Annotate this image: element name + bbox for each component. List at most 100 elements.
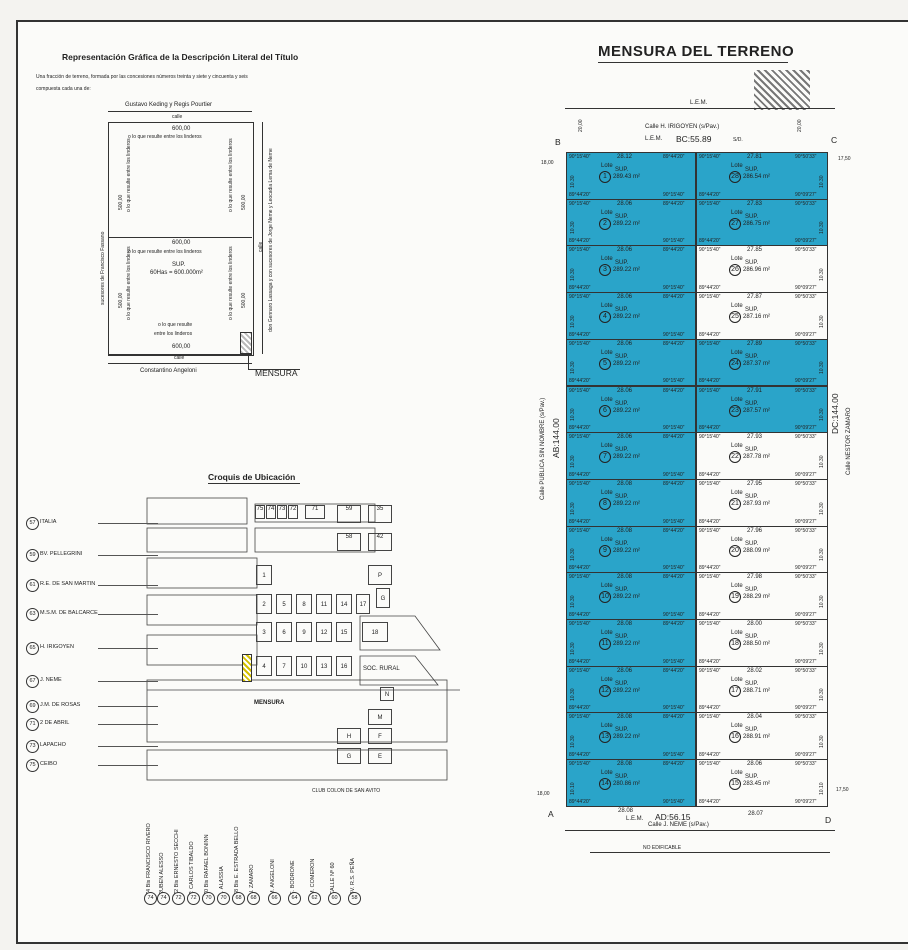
sup-value: 60Has = 600.000m² — [150, 270, 203, 276]
lot-number-badge: 5 — [599, 357, 611, 370]
sup-label: SUP. — [172, 262, 186, 268]
street-number-badge: 67 — [26, 675, 39, 688]
lot-side-length: 10.30 — [819, 548, 825, 562]
street-number-badge: 71 — [26, 718, 39, 731]
lot-number-badge: 27 — [729, 217, 741, 230]
street-number-badge: 65 — [26, 642, 39, 655]
bottom-width-2: 28.07 — [748, 811, 764, 817]
street-number-badge: 59 — [26, 549, 39, 562]
sup-word: SUP. — [745, 727, 759, 734]
lot-front-length: 28.06 — [617, 434, 633, 441]
lot-angle: 90°50'33" — [795, 667, 817, 674]
titulo-parcel — [108, 122, 254, 356]
resulte-vert-b: o lo que resulte entre los linderos — [126, 246, 132, 320]
block-10: 10 — [296, 656, 312, 676]
literal-title: Representación Gráfica de la Descripción… — [62, 52, 299, 62]
soc-rural-label: SOC. RURAL — [363, 666, 400, 672]
lot-area: 289.22 m² — [613, 314, 641, 321]
lot-word: Lote — [601, 256, 613, 263]
lot-number-badge: 1 — [599, 171, 611, 183]
street-name-bottom: M. COMERON — [310, 858, 316, 895]
lot-area: 287.16 m² — [743, 314, 771, 321]
edge-right-bot: 17,50 — [836, 787, 849, 793]
mensura-leader-h — [248, 369, 300, 370]
lot-word: Lote — [731, 583, 743, 590]
lot-angle: 89°44'20" — [699, 191, 721, 198]
lot-angle: 89°44'20" — [699, 285, 721, 292]
street-name-bottom: M. ANGELONI — [270, 859, 276, 895]
lot-word: Lote — [601, 723, 613, 730]
street-number-badge: 74 — [157, 892, 170, 905]
lot-number-badge: 6 — [599, 404, 611, 417]
lot-area: 289.22 m² — [613, 267, 641, 274]
sup-word: SUP. — [745, 774, 759, 781]
lot-number-badge: 21 — [729, 497, 741, 510]
lot-angle: 89°44'20" — [699, 752, 721, 759]
street-number-badge: 74 — [144, 892, 157, 905]
dim-500-d: 500,00 — [241, 292, 247, 308]
lot-angle: 89°44'20" — [663, 154, 685, 160]
lot-word: Lote — [601, 630, 613, 636]
bc-dim: BC:55.89 — [676, 134, 712, 144]
lot-number-badge: 17 — [729, 684, 741, 697]
lot-angle: 90°15'40" — [663, 518, 685, 525]
lot-word: Lote — [601, 163, 613, 169]
sup-word: SUP. — [745, 493, 759, 500]
lot-angle: 89°44'20" — [569, 565, 591, 572]
lot-angle: 90°15'40" — [699, 761, 721, 768]
lot-side-length: 10.30 — [570, 642, 576, 655]
street-leader — [98, 585, 158, 586]
street-name-left: 2 DE ABRIL — [40, 720, 70, 726]
lot-angle: 90°15'40" — [569, 387, 591, 394]
lot-area: 280.86 m² — [613, 781, 641, 788]
lot-angle: 90°15'40" — [569, 527, 591, 534]
lot-angle: 90°09'27" — [795, 285, 817, 292]
lot-front-length: 28.04 — [747, 714, 763, 721]
lot-side-length: 10.30 — [819, 361, 825, 375]
resulte-vert-a: o lo que resulte entre los linderos — [126, 138, 132, 212]
lot-angle: 89°44'20" — [699, 658, 721, 665]
lot-front-length: 28.06 — [617, 340, 633, 347]
street-leader — [98, 648, 158, 649]
lot-front-length: 27.96 — [747, 527, 763, 534]
street-number-badge: 69 — [26, 700, 39, 713]
lot-angle: 90°15'40" — [569, 340, 591, 347]
street-number-badge: 60 — [328, 892, 341, 905]
street-name-left: BV. PELLEGRINI — [40, 551, 83, 557]
lot-side-length: 10.30 — [570, 548, 576, 562]
lot-front-length: 28.06 — [747, 761, 763, 768]
sup-word: SUP. — [745, 307, 759, 314]
lot-angle: 89°44'20" — [663, 434, 685, 441]
lot-area: 287.57 m² — [743, 407, 771, 414]
lot-number-badge: 4 — [599, 311, 611, 324]
sup-word: SUP. — [745, 213, 759, 220]
street-name-bottom: CALLE Nº 60 — [330, 862, 336, 895]
edge-left-top: 18,00 — [541, 160, 554, 166]
mensura-tag-croquis: MENSURA — [254, 700, 285, 706]
block-59: 59 — [337, 505, 361, 523]
block-5: 5 — [276, 594, 292, 614]
lot-angle: 89°44'20" — [569, 378, 591, 385]
lot-word: Lote — [731, 723, 743, 730]
lot-number-badge: 11 — [599, 638, 611, 650]
street-name-bottom: P. CARLOS TIBALDO — [189, 841, 195, 895]
croquis-title: Croquis de Ubicación — [208, 472, 296, 482]
dim-600-a: 600,00 — [172, 126, 191, 132]
lot-number-badge: 25 — [729, 311, 741, 324]
resulte-b: o lo que resulte entre los linderos — [128, 249, 202, 255]
lot-word: Lote — [731, 536, 743, 543]
lot-area: 286.75 m² — [743, 220, 771, 227]
street-number-badge: 57 — [26, 517, 39, 530]
sup-word: SUP. — [615, 774, 629, 781]
lot-angle: 89°44'20" — [699, 705, 721, 712]
mensura-title-underline — [598, 62, 788, 63]
lot-angle: 90°15'40" — [569, 480, 591, 487]
sup-word: SUP. — [745, 260, 759, 267]
